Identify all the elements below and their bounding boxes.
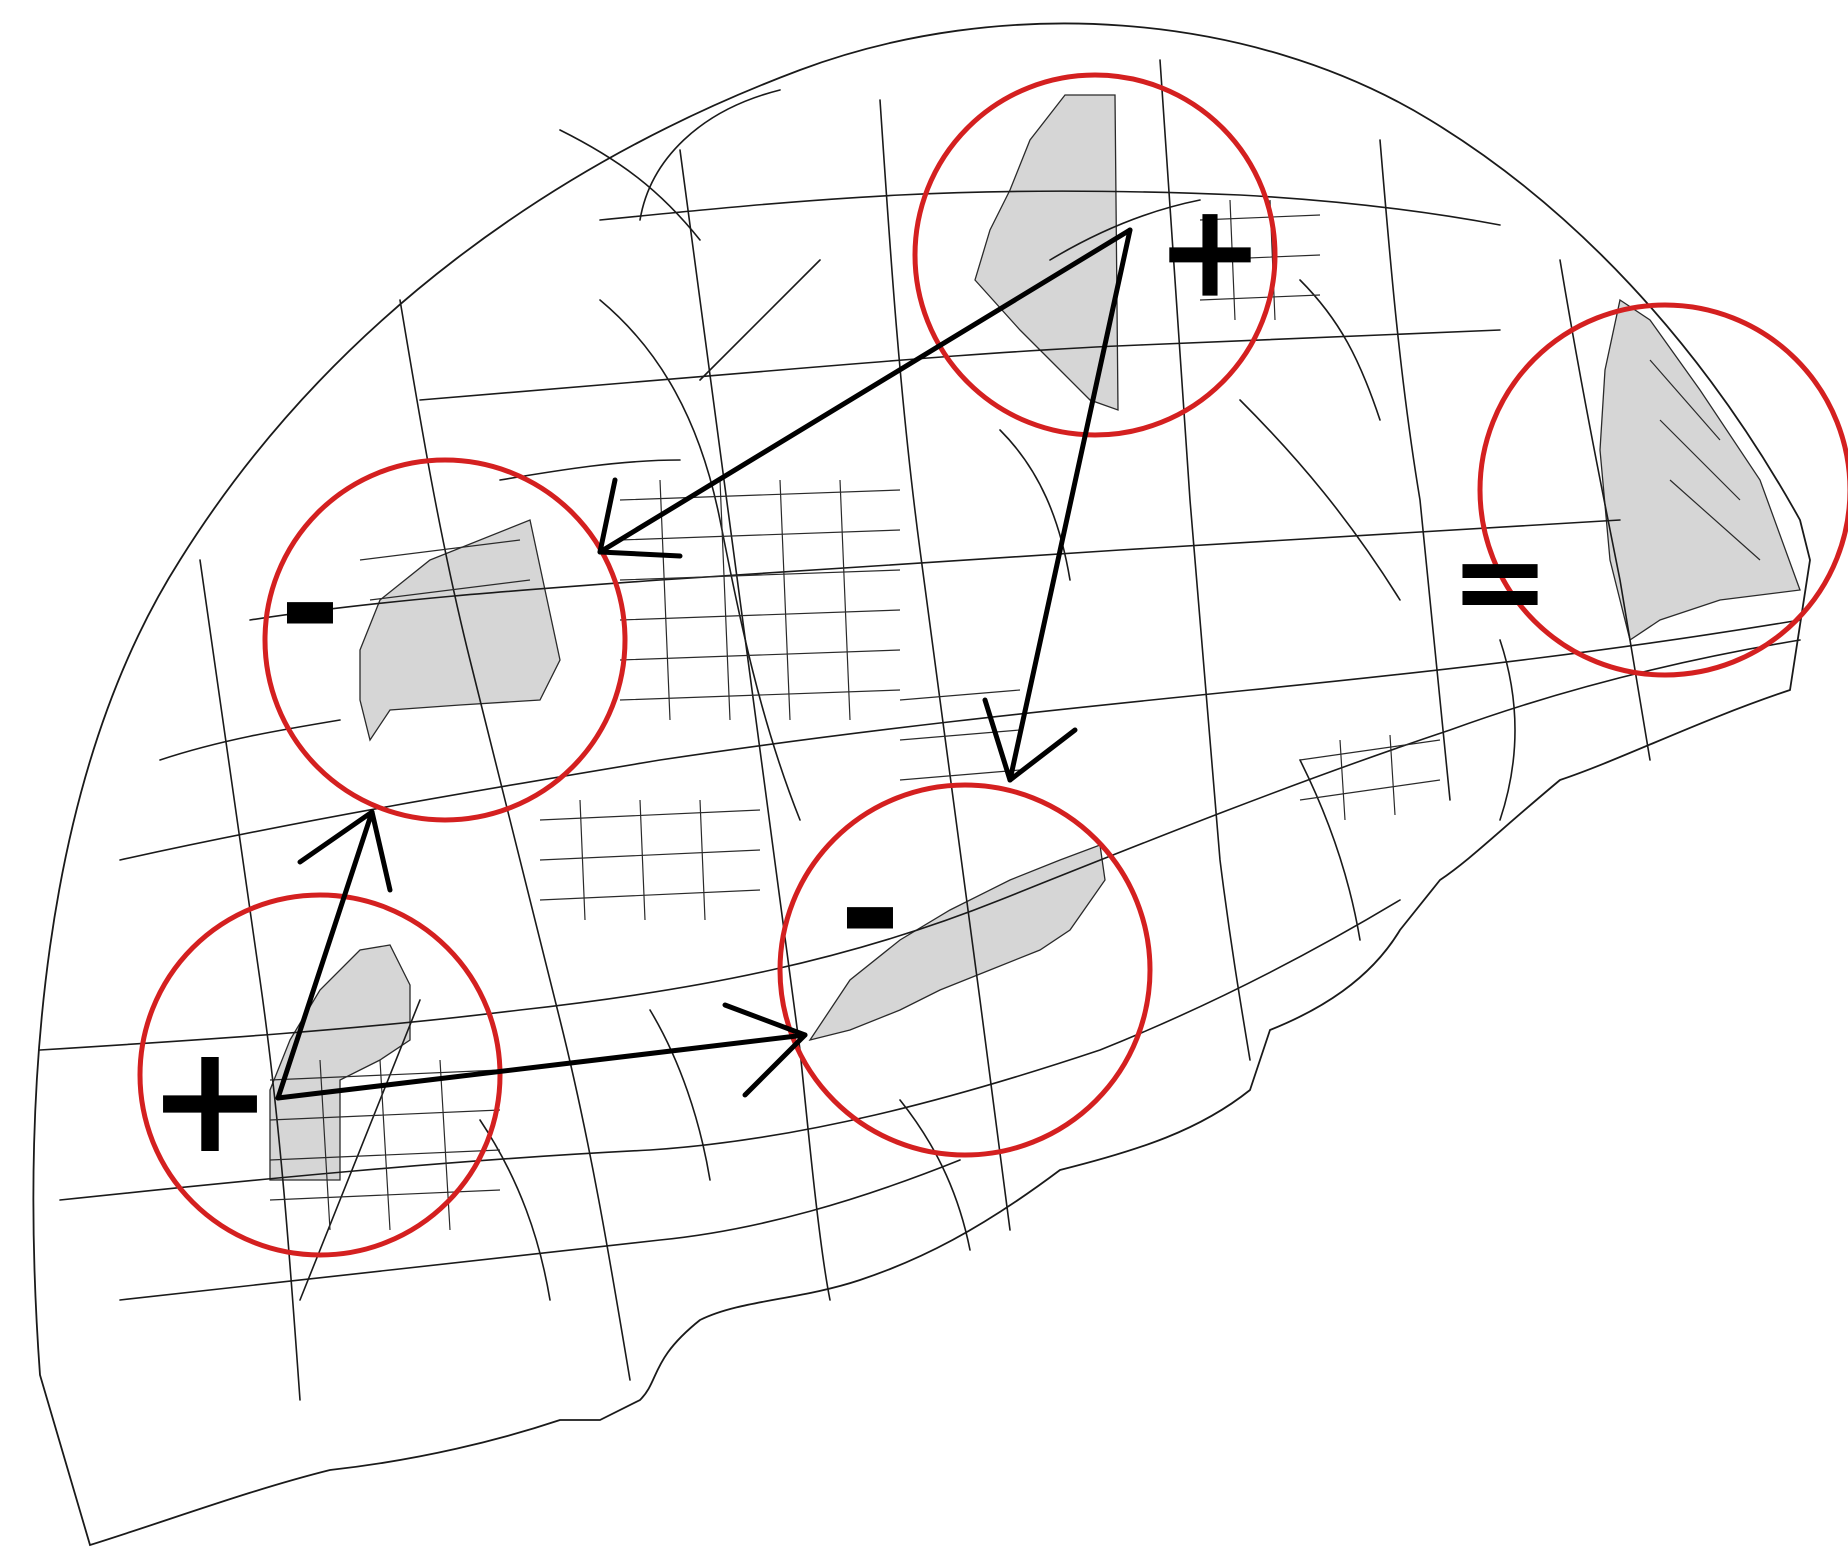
arrowhead-south-west-to-center-south bbox=[722, 1002, 808, 1098]
arrowhead-north-to-west bbox=[597, 477, 683, 559]
zone-south-west bbox=[269, 944, 411, 1181]
zone-west bbox=[359, 519, 561, 742]
flow-line-north-to-center-south bbox=[1007, 227, 1133, 783]
ring-center-south bbox=[777, 782, 1153, 1158]
sign-east: = bbox=[1450, 513, 1551, 652]
sign-south-west: + bbox=[147, 1013, 273, 1187]
sign-center-south: - bbox=[839, 823, 901, 997]
ring-east bbox=[1477, 302, 1848, 678]
ring-west bbox=[262, 457, 628, 823]
arrowhead-north-to-center-south bbox=[982, 697, 1078, 783]
flow-line-south-west-to-center-south bbox=[275, 1032, 808, 1101]
road-network bbox=[39, 59, 1801, 1401]
flow-line-south-west-to-west bbox=[275, 809, 375, 1101]
ring-north bbox=[912, 72, 1278, 438]
marker-rings bbox=[137, 72, 1848, 1258]
ring-south-west bbox=[137, 892, 503, 1258]
arrowhead-south-west-to-west bbox=[297, 809, 393, 893]
zone-east bbox=[1599, 298, 1801, 642]
sign-north: + bbox=[1156, 175, 1265, 327]
flow-line-north-to-west bbox=[597, 227, 1133, 555]
zone-north bbox=[974, 94, 1119, 411]
flow-arrows bbox=[275, 227, 1133, 1101]
study-area-outline bbox=[32, 22, 1811, 1547]
street-grid bbox=[269, 199, 1761, 1231]
sign-west: - bbox=[279, 518, 341, 692]
highlight-zones bbox=[269, 94, 1801, 1181]
marker-signs: + = - - + bbox=[147, 175, 1550, 1187]
